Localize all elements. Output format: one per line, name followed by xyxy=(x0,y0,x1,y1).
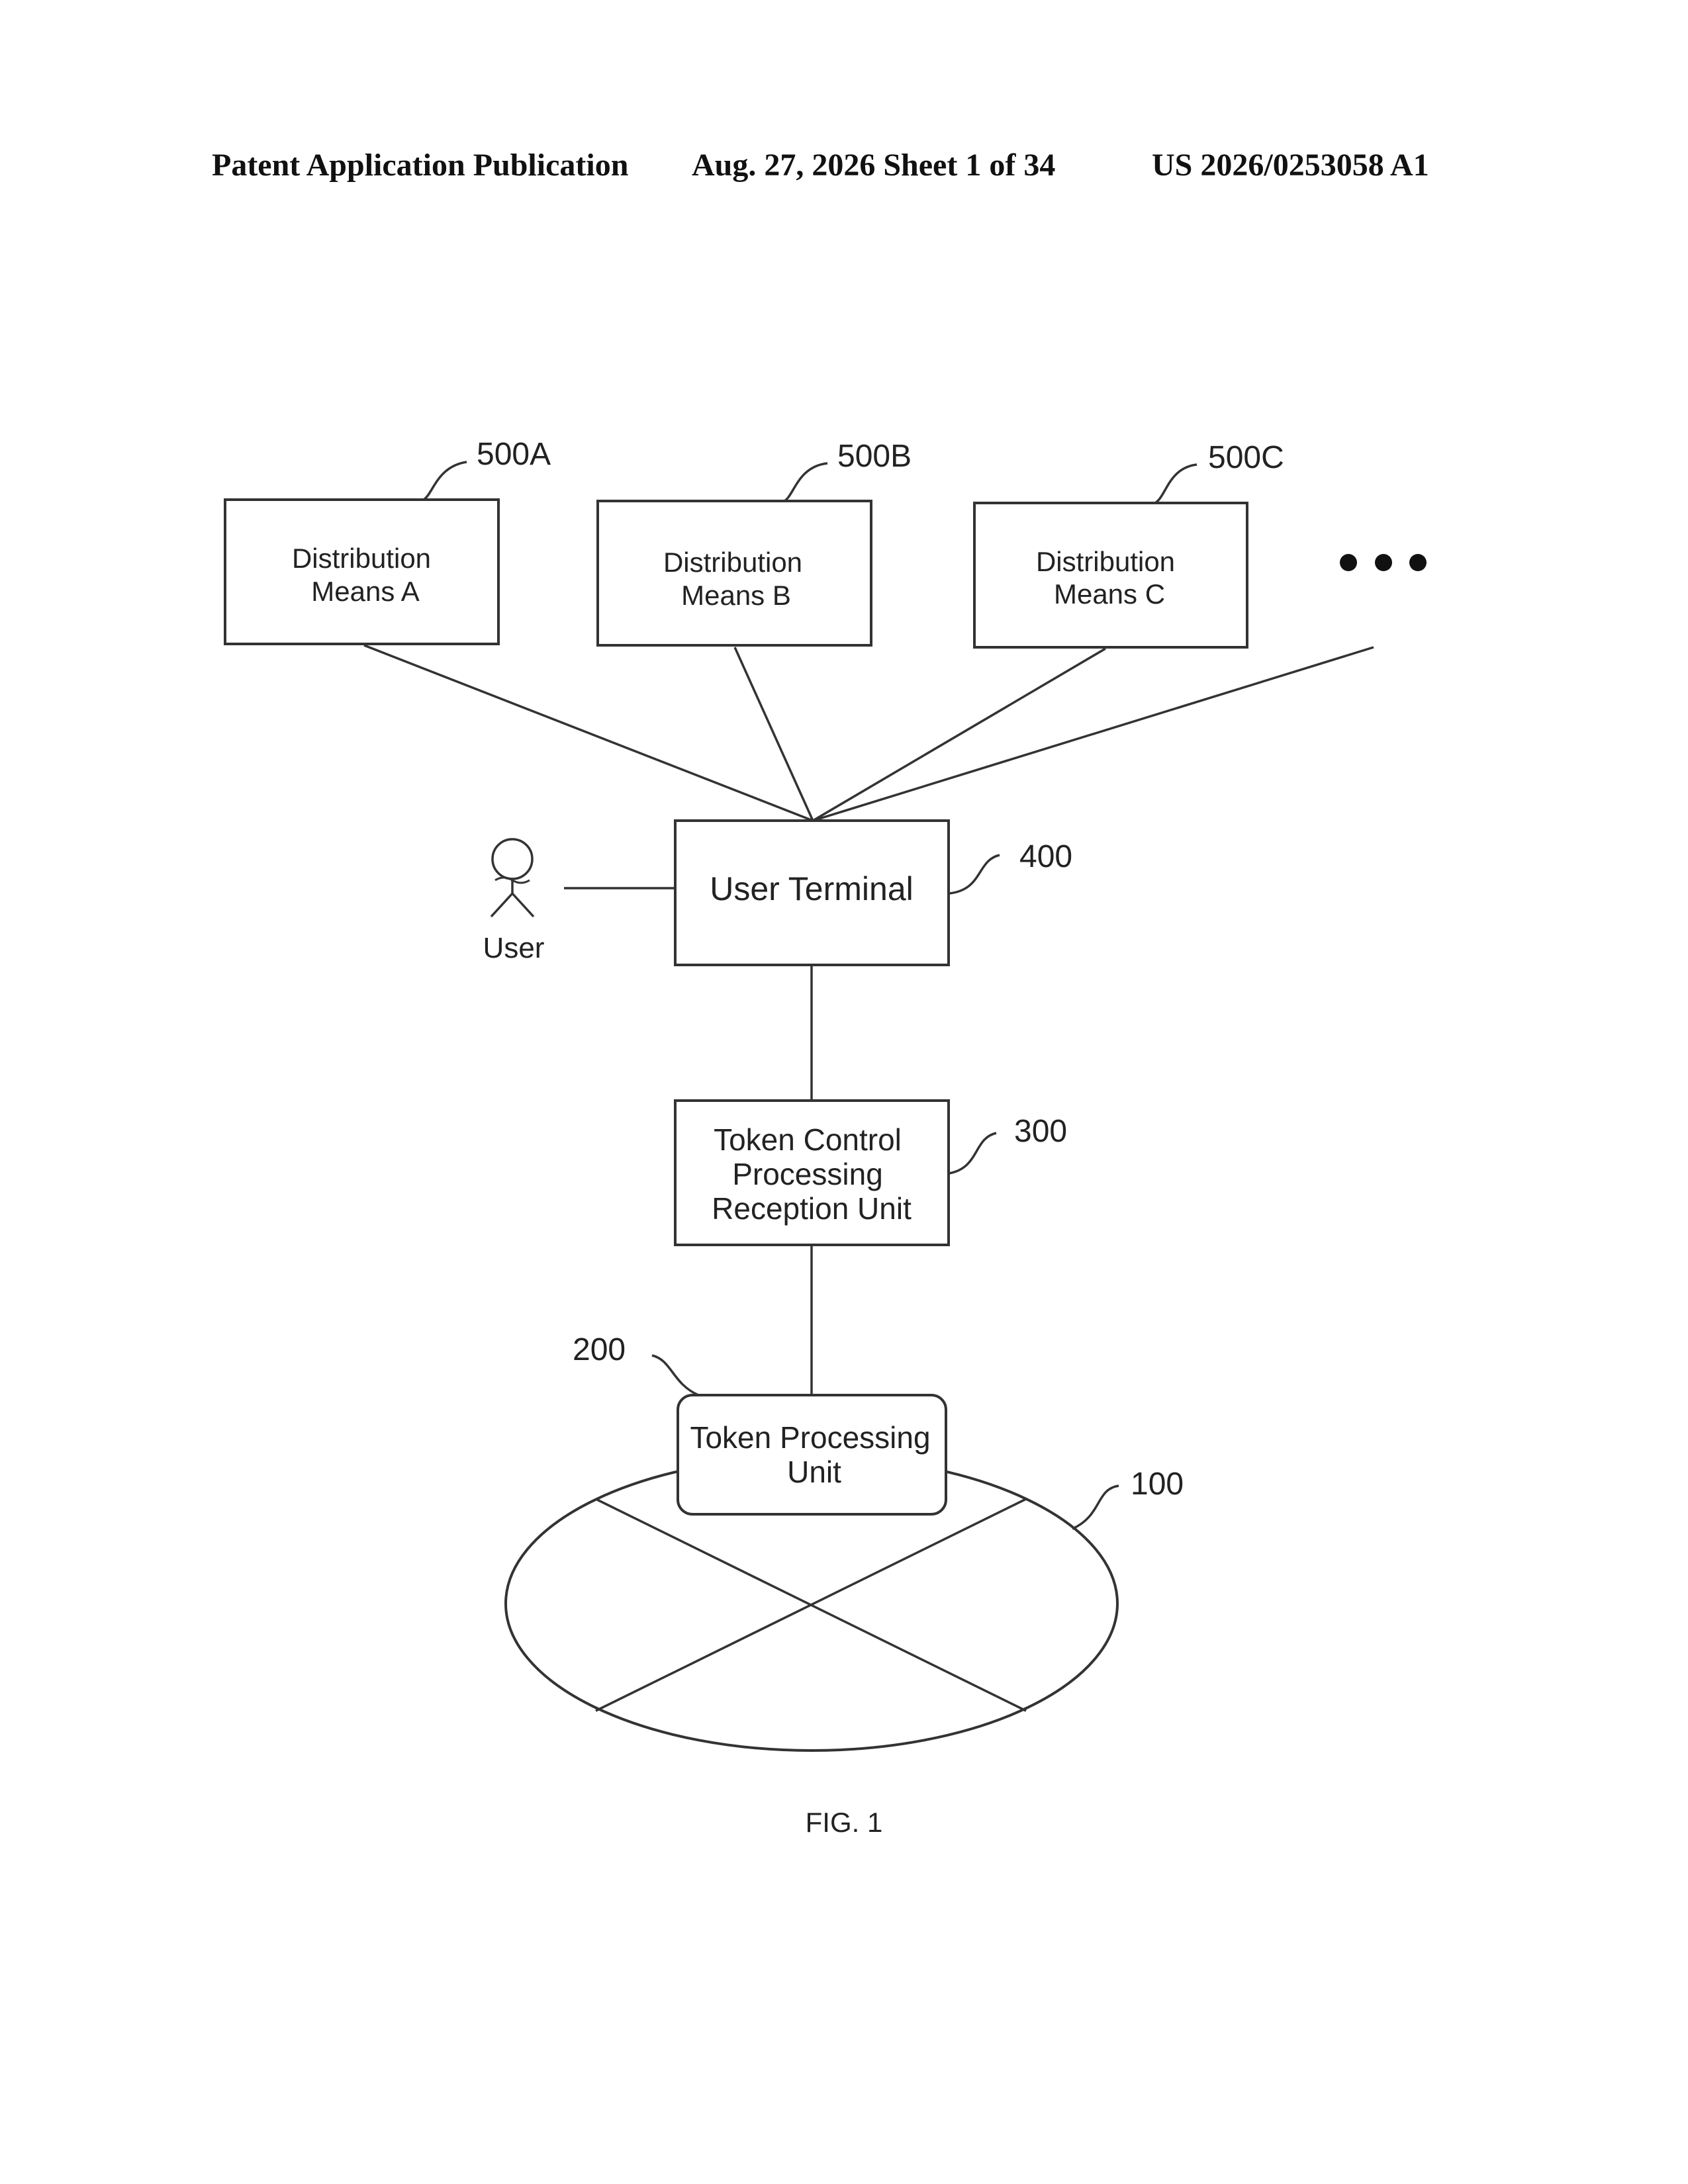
leader-200 xyxy=(652,1355,698,1395)
leader-500c xyxy=(1155,465,1197,503)
distribution-b-line2: Means B xyxy=(681,580,791,611)
distribution-a-line1: Distribution xyxy=(292,543,431,574)
distribution-a-line2: Means A xyxy=(311,576,419,607)
leader-100 xyxy=(1072,1486,1119,1529)
more-dots-icon xyxy=(1340,554,1427,571)
connector-c-terminal xyxy=(813,649,1105,821)
leader-300 xyxy=(949,1133,996,1173)
distribution-means-a: Distribution Means A xyxy=(225,500,498,644)
distribution-c-line1: Distribution xyxy=(1036,546,1175,577)
ref-500a: 500A xyxy=(477,437,551,472)
ref-200: 200 xyxy=(573,1332,626,1367)
leader-400 xyxy=(949,855,1000,893)
distribution-means-b: Distribution Means B xyxy=(598,501,871,645)
token-processing-line1: Token Processing xyxy=(690,1420,930,1455)
ref-500b: 500B xyxy=(837,439,912,474)
ref-400: 400 xyxy=(1019,839,1072,874)
ref-300: 300 xyxy=(1014,1114,1067,1149)
user-label: User xyxy=(483,932,545,964)
distribution-c-line2: Means C xyxy=(1054,578,1165,610)
user-figure-icon xyxy=(491,839,534,917)
user-terminal-label: User Terminal xyxy=(710,870,914,907)
user-terminal-box: User Terminal xyxy=(675,821,949,965)
distribution-means-c: Distribution Means C xyxy=(974,503,1247,647)
figure-label: FIG. 1 xyxy=(806,1807,883,1838)
distribution-b-line1: Distribution xyxy=(663,547,802,578)
connector-more-terminal xyxy=(813,647,1374,821)
token-control-line1: Token Control xyxy=(714,1122,902,1157)
ref-100: 100 xyxy=(1131,1467,1184,1502)
token-processing-line2: Unit xyxy=(787,1455,841,1489)
leader-500b xyxy=(784,463,827,501)
token-control-line2: Processing xyxy=(732,1157,883,1191)
ref-500c: 500C xyxy=(1208,440,1284,475)
token-control-line3: Reception Unit xyxy=(712,1191,912,1226)
token-processing-unit-box: Token Processing Unit xyxy=(678,1395,946,1514)
leader-500a xyxy=(424,462,467,500)
token-control-unit-box: Token Control Processing Reception Unit xyxy=(675,1101,949,1245)
